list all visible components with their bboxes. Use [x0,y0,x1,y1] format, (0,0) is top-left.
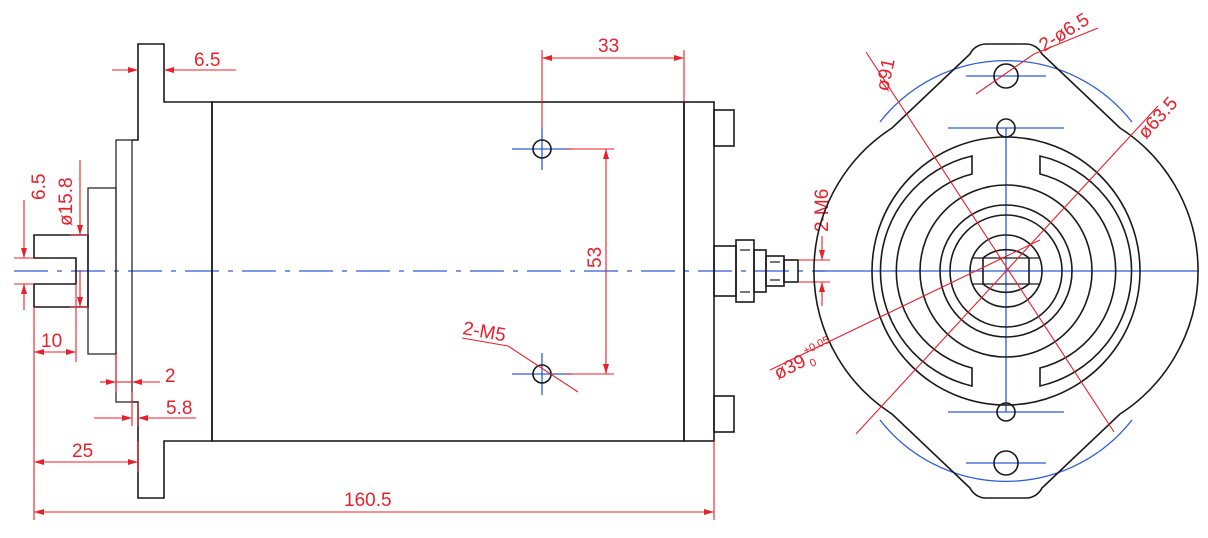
pitch-circle-arc-top [879,59,1133,123]
ring-circle-2 [939,204,1073,338]
pilot-step-inner [115,139,133,403]
side-hole-1 [532,139,552,159]
pilot-tolerance-lower: 0 [808,356,819,369]
mount-hole-bottom [993,450,1019,476]
flange-thickness-label: 6.5 [194,50,220,71]
pilot-tolerance-upper: +0.05 [801,334,831,357]
ring-circle-3 [949,214,1063,328]
pilot-offset-label: 5.8 [166,398,192,419]
terminal-stud [713,239,799,303]
end-cap-boss-top [713,109,735,147]
hole-offset-label: 33 [598,36,619,57]
shaft-diameter-label: ø15.8 [56,177,77,226]
pilot-step-label: 2 [165,366,176,387]
mount-holes-label: 2-ø6.5 [1036,9,1094,56]
terminal-thread-label: 2-M6 [812,189,833,232]
end-cap-boss-bottom [713,395,735,433]
overall-length-label: 160.5 [344,490,392,511]
body-circle [871,136,1141,406]
slot-depth-label: 10 [41,331,62,352]
flange-outline [813,43,1199,499]
side-holes-label: 2-M5 [461,318,507,346]
pilot-diameter-label: ø39 [771,351,810,385]
pitch-circle-arc-bottom [879,419,1133,483]
mount-hole-top [993,63,1019,89]
pitch-circle-label: ø63.5 [1134,93,1182,143]
slot-ring-left [879,154,973,388]
flange-diameter-label: ø91 [872,57,899,93]
end-view [813,43,1199,499]
ring-circle-4 [969,234,1043,308]
pilot-diameter-label-group: ø39 +0.05 0 [771,334,832,385]
side-view-dimensions: 6.5 6.5 ø15.8 10 2 5.8 [14,36,833,520]
shaft-to-flange-label: 25 [72,441,93,462]
ring-circle-1 [919,184,1093,358]
slot-width-label: 6.5 [29,174,50,200]
hole-spacing-label: 53 [585,247,606,268]
small-hole-bottom [996,402,1016,422]
slot-ring-right [1039,154,1133,388]
